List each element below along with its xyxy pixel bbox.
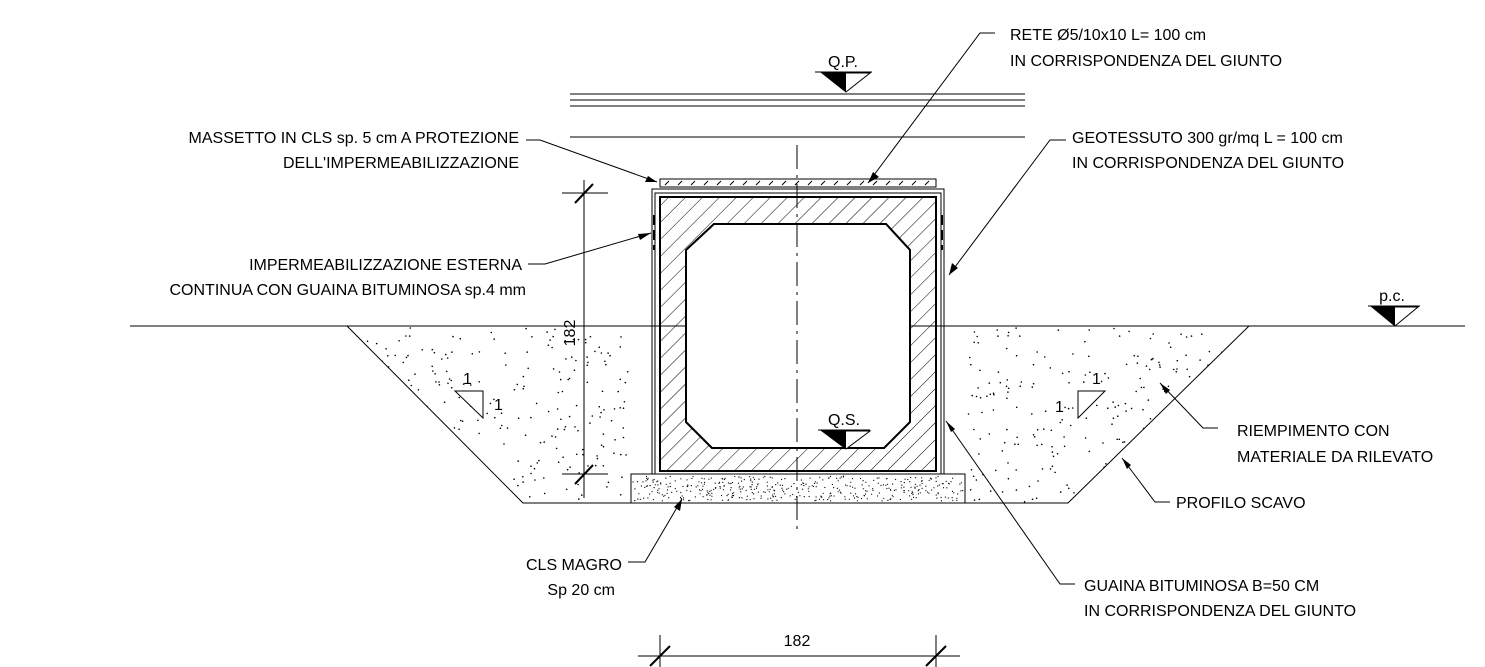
slope-right: 1 1 <box>1055 371 1107 420</box>
annotations: RETE Ø5/10x10 L= 100 cm IN CORRISPONDENZ… <box>170 27 1434 620</box>
label-qp: Q.P. <box>828 54 858 71</box>
level-qs: Q.S. <box>818 412 872 450</box>
label-rete-line2: IN CORRISPONDENZA DEL GIUNTO <box>1010 53 1282 70</box>
label-qs: Q.S. <box>828 412 860 429</box>
label-cls-magro-line2: Sp 20 cm <box>547 582 615 599</box>
dimension-horizontal: 182 <box>638 633 960 667</box>
label-massetto-line1: MASSETTO IN CLS sp. 5 cm A PROTEZIONE <box>189 130 519 147</box>
label-pc: p.c. <box>1379 288 1405 305</box>
label-guaina-line2: IN CORRISPONDENZA DEL GIUNTO <box>1084 603 1356 620</box>
slope-left: 1 1 <box>453 371 503 420</box>
label-rete-line1: RETE Ø5/10x10 L= 100 cm <box>1010 27 1206 44</box>
label-massetto-line2: DELL'IMPERMEABILIZZAZIONE <box>283 155 519 172</box>
dimension-vertical: 182 <box>562 180 608 498</box>
screed-texture <box>664 180 930 186</box>
svg-text:1: 1 <box>463 371 472 388</box>
label-riempimento-line2: MATERIALE DA RILEVATO <box>1237 449 1433 466</box>
level-qp: Q.P. <box>815 54 872 93</box>
culvert-inner-void <box>685 223 911 449</box>
dim-height-value: 182 <box>562 320 579 347</box>
svg-text:1: 1 <box>1092 371 1101 388</box>
waterproofing-layers <box>651 188 945 474</box>
lean-concrete-base <box>630 473 966 504</box>
leader-lines <box>526 32 1218 585</box>
label-geotessuto-line1: GEOTESSUTO 300 gr/mq L = 100 cm <box>1072 130 1343 147</box>
box-culvert <box>659 196 937 472</box>
label-impermeab-line1: IMPERMEABILIZZAZIONE ESTERNA <box>249 257 522 274</box>
svg-text:1: 1 <box>1055 399 1064 416</box>
lean-concrete-texture <box>632 475 964 502</box>
label-riempimento-line1: RIEMPIMENTO CON <box>1237 423 1390 440</box>
label-geotessuto-line2: IN CORRISPONDENZA DEL GIUNTO <box>1072 155 1344 172</box>
svg-text:1: 1 <box>494 397 503 414</box>
label-impermeab-line2: CONTINUA CON GUAINA BITUMINOSA sp.4 mm <box>170 282 527 299</box>
protection-screed <box>659 178 937 188</box>
level-pc: p.c. <box>1368 288 1420 327</box>
dim-width-value: 182 <box>784 633 811 650</box>
road-pavement-lines <box>570 93 1025 138</box>
label-guaina-line1: GUAINA BITUMINOSA B=50 CM <box>1084 578 1319 595</box>
label-profilo-scavo: PROFILO SCAVO <box>1176 495 1306 512</box>
label-cls-magro-line1: CLS MAGRO <box>526 557 622 574</box>
